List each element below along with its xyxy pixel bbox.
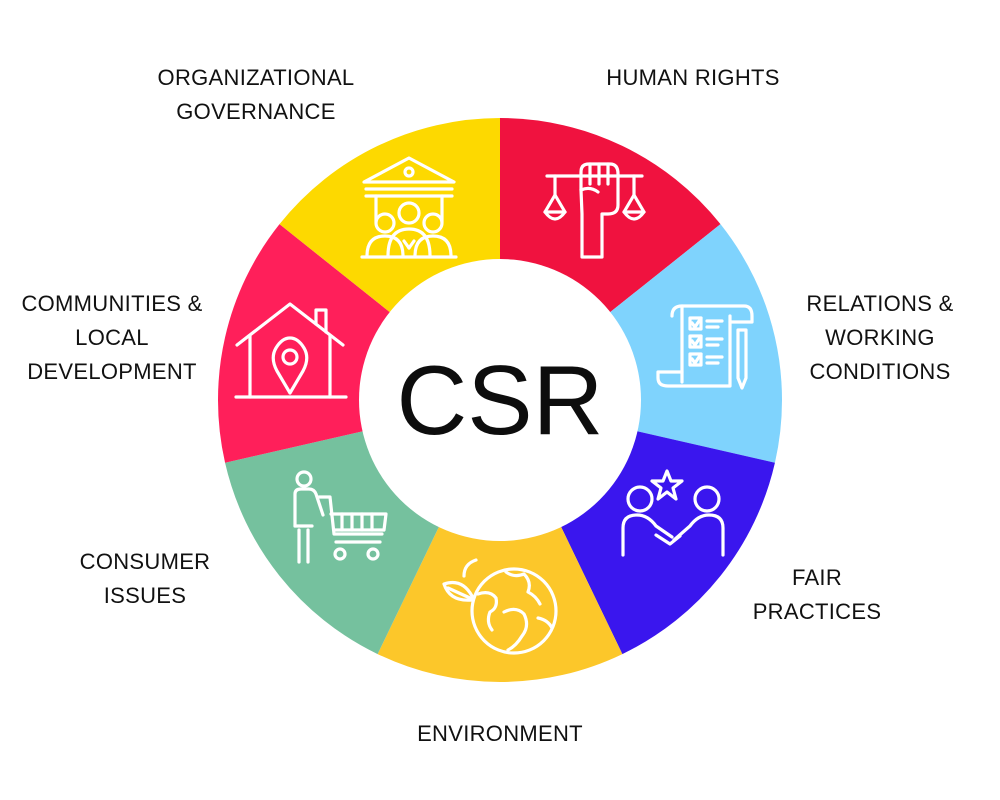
label-line: RELATIONS & [806,291,954,316]
courthouse-people-icon [360,156,458,259]
label-line: ENVIRONMENT [417,721,583,746]
handshake-star-icon [621,469,725,557]
label-line: COMMUNITIES & [21,291,203,316]
center-circle [359,259,641,541]
label-fair-practices: FAIR PRACTICES [742,561,892,629]
label-environment: ENVIRONMENT [395,717,605,751]
label-communities-local-development: COMMUNITIES & LOCAL DEVELOPMENT [10,287,214,389]
shopping-cart-person-icon [293,470,388,564]
label-line: ORGANIZATIONAL [157,65,355,90]
label-line: LOCAL [75,325,149,350]
globe-leaf-icon [442,558,558,655]
label-line: HUMAN RIGHTS [606,65,780,90]
fist-scales-icon [543,162,646,259]
label-line: FAIR [791,565,843,590]
label-human-rights: HUMAN RIGHTS [583,61,803,95]
label-line: CONDITIONS [809,359,951,384]
label-relations-working-conditions: RELATIONS & WORKING CONDITIONS [790,287,970,389]
center-label: CSR [397,345,604,455]
label-line: GOVERNANCE [176,99,336,124]
checklist-scroll-icon [656,304,754,390]
label-line: DEVELOPMENT [27,359,197,384]
label-line: ISSUES [103,583,187,608]
label-line: CONSUMER [79,549,211,574]
label-consumer-issues: CONSUMER ISSUES [70,545,220,613]
label-line: PRACTICES [752,599,882,624]
label-line: WORKING [825,325,935,350]
label-organizational-governance: ORGANIZATIONAL GOVERNANCE [136,61,376,129]
house-location-pin-icon [234,302,348,399]
